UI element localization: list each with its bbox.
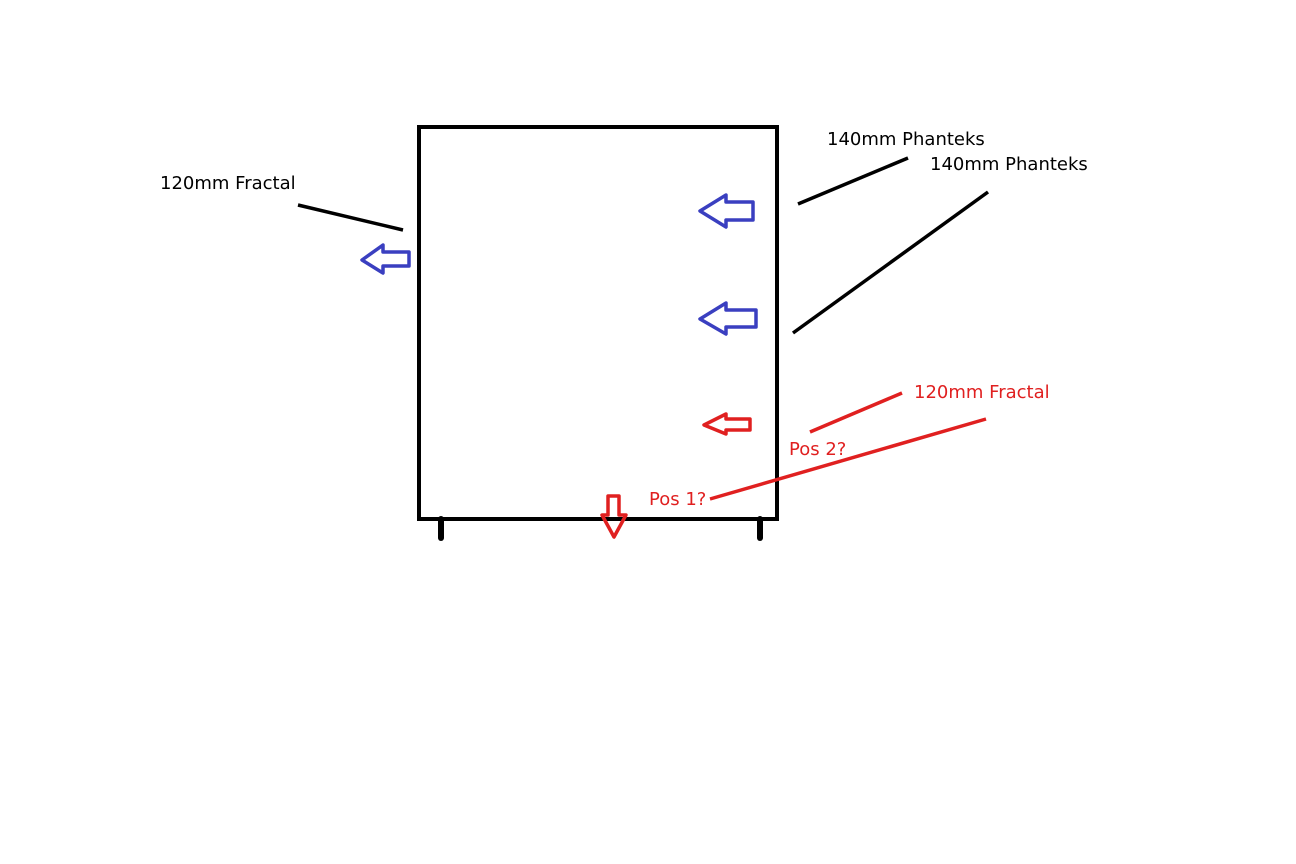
label-position-1: Pos 1? bbox=[649, 489, 706, 510]
leader-line-rear-fan bbox=[297, 203, 404, 232]
label-candidate-fan: 120mm Fractal bbox=[914, 382, 1050, 403]
front-intake-arrow-top bbox=[698, 193, 755, 229]
label-front-intake-fan-middle: 140mm Phanteks bbox=[930, 154, 1088, 175]
leader-line-front-fan-middle bbox=[791, 190, 990, 335]
candidate-arrow-position-1 bbox=[600, 494, 628, 539]
leader-line-position-2 bbox=[809, 391, 903, 434]
label-front-intake-fan-top: 140mm Phanteks bbox=[827, 129, 985, 150]
leader-line-position-1 bbox=[709, 417, 987, 501]
label-position-2: Pos 2? bbox=[789, 439, 846, 460]
label-rear-exhaust-fan: 120mm Fractal bbox=[160, 173, 296, 194]
rear-exhaust-arrow bbox=[360, 243, 411, 275]
candidate-arrow-position-2 bbox=[702, 412, 752, 436]
front-intake-arrow-middle bbox=[698, 301, 758, 336]
leader-line-front-fan-top bbox=[797, 156, 909, 206]
pc-case-outline bbox=[417, 125, 779, 521]
